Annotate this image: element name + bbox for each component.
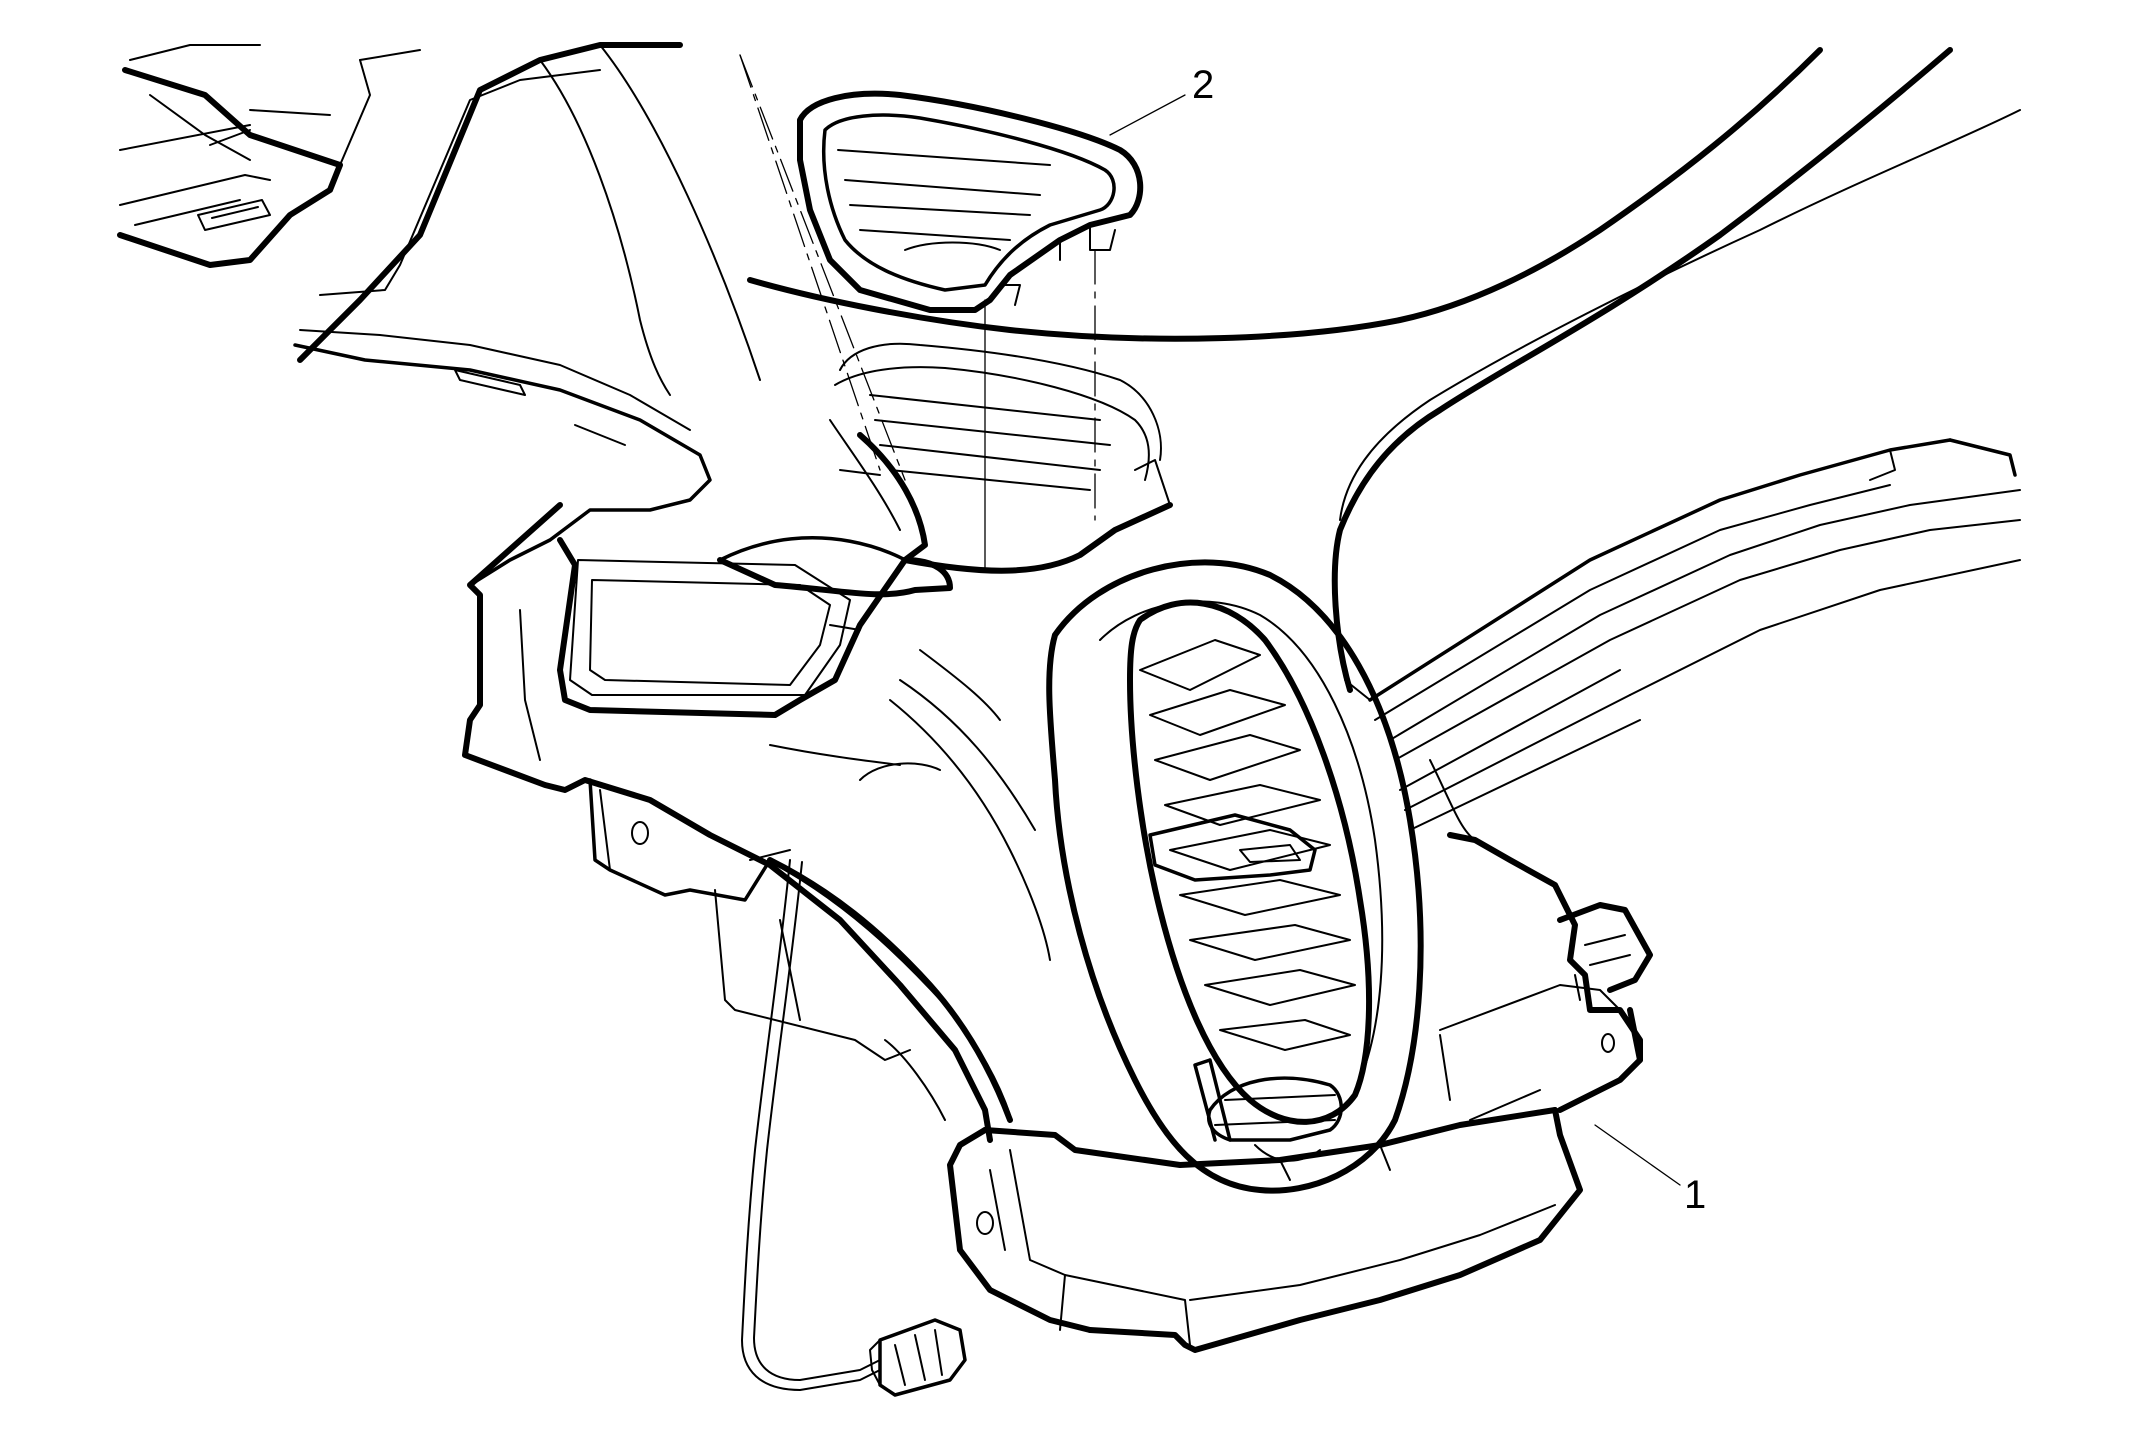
wiring-harness bbox=[741, 859, 967, 1397]
grille-mounting-opening bbox=[829, 342, 1173, 574]
callout-1: 1 bbox=[1594, 1124, 1706, 1217]
callout-label-1: 1 bbox=[1684, 1173, 1706, 1217]
dash-panel-right bbox=[747, 47, 2021, 841]
defroster-grille bbox=[797, 90, 1144, 313]
dash-panel-left bbox=[117, 44, 421, 268]
callout-2: 2 bbox=[1109, 63, 1214, 136]
dash-bezel-left-wing bbox=[293, 42, 761, 587]
installation-guide-lines bbox=[739, 54, 1096, 571]
center-bezel-body bbox=[462, 502, 1653, 1353]
callout-label-2: 2 bbox=[1192, 63, 1214, 107]
air-outlet-bezel bbox=[1046, 559, 1424, 1194]
